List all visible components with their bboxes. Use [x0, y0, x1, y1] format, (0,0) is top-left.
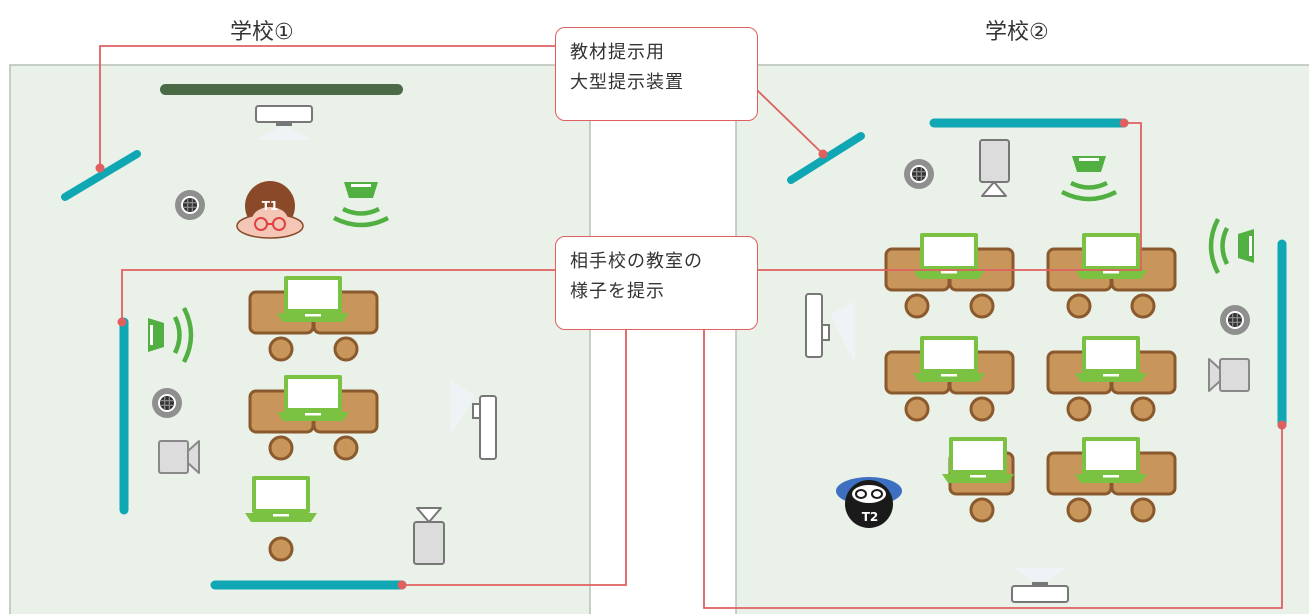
chair-icon	[969, 396, 995, 422]
desk-group	[884, 336, 1015, 422]
blackboard	[160, 84, 403, 95]
laptop-icon	[1075, 233, 1147, 279]
microphone-icon	[151, 387, 183, 419]
connection-lines	[99, 45, 1283, 609]
chair-icon	[333, 336, 359, 362]
desk-group	[1046, 336, 1177, 422]
teacher-icon-t2: T2	[836, 477, 902, 528]
microphone-icon	[1219, 304, 1251, 336]
chair-icon	[1066, 497, 1092, 523]
school-2-title: 学校②	[985, 20, 1049, 45]
chair-icon	[969, 293, 995, 319]
microphone-icon	[174, 189, 206, 221]
laptop-icon	[277, 375, 349, 421]
school-1-title: 学校①	[230, 20, 294, 45]
chair-icon	[268, 536, 294, 562]
room-school-1	[9, 64, 591, 614]
chair-icon	[333, 435, 359, 461]
callout-line: 大型提示装置	[570, 72, 684, 93]
chair-icon	[904, 396, 930, 422]
laptop-icon	[913, 336, 985, 382]
laptop-icon	[1075, 336, 1147, 382]
laptop-icon	[1075, 437, 1147, 483]
desk-group	[1046, 437, 1177, 523]
chair-icon	[904, 293, 930, 319]
desk-group	[248, 276, 379, 362]
microphone-icon	[903, 158, 935, 190]
chair-icon	[1066, 293, 1092, 319]
callout-presentation-device: 教材提示用 大型提示装置	[555, 27, 758, 121]
chair-icon	[268, 435, 294, 461]
chair-icon	[1066, 396, 1092, 422]
teacher-label-t1: T1	[262, 199, 279, 213]
projector-icon	[450, 380, 497, 460]
laptop-icon	[942, 437, 1014, 483]
teacher-label-t2: T2	[862, 510, 879, 524]
large-display-school-1	[61, 150, 141, 201]
camera-icon	[158, 440, 200, 474]
chair-icon	[1130, 293, 1156, 319]
laptop-icon	[245, 476, 317, 522]
desk-group	[248, 375, 379, 461]
callout-line: 様子を提示	[570, 281, 665, 302]
laptop-icon	[913, 233, 985, 279]
projector-icon	[805, 293, 855, 364]
chair-icon	[268, 336, 294, 362]
monitor-icon	[979, 139, 1010, 197]
callout-classroom-view: 相手校の教室の 様子を提示	[555, 236, 758, 330]
chair-icon	[1130, 396, 1156, 422]
laptop-icon	[277, 276, 349, 322]
connection-endpoints	[95, 118, 1287, 590]
chair-icon	[969, 497, 995, 523]
camera-icon	[1208, 358, 1250, 392]
large-display-school-2	[787, 132, 865, 184]
projector-icon	[1011, 568, 1069, 603]
monitor-icon	[413, 507, 445, 565]
chair-icon	[1130, 497, 1156, 523]
callout-line: 相手校の教室の	[570, 251, 703, 272]
callout-line: 教材提示用	[570, 42, 665, 63]
desk-group	[942, 437, 1015, 523]
teacher-icon-t1: T1	[236, 181, 304, 239]
